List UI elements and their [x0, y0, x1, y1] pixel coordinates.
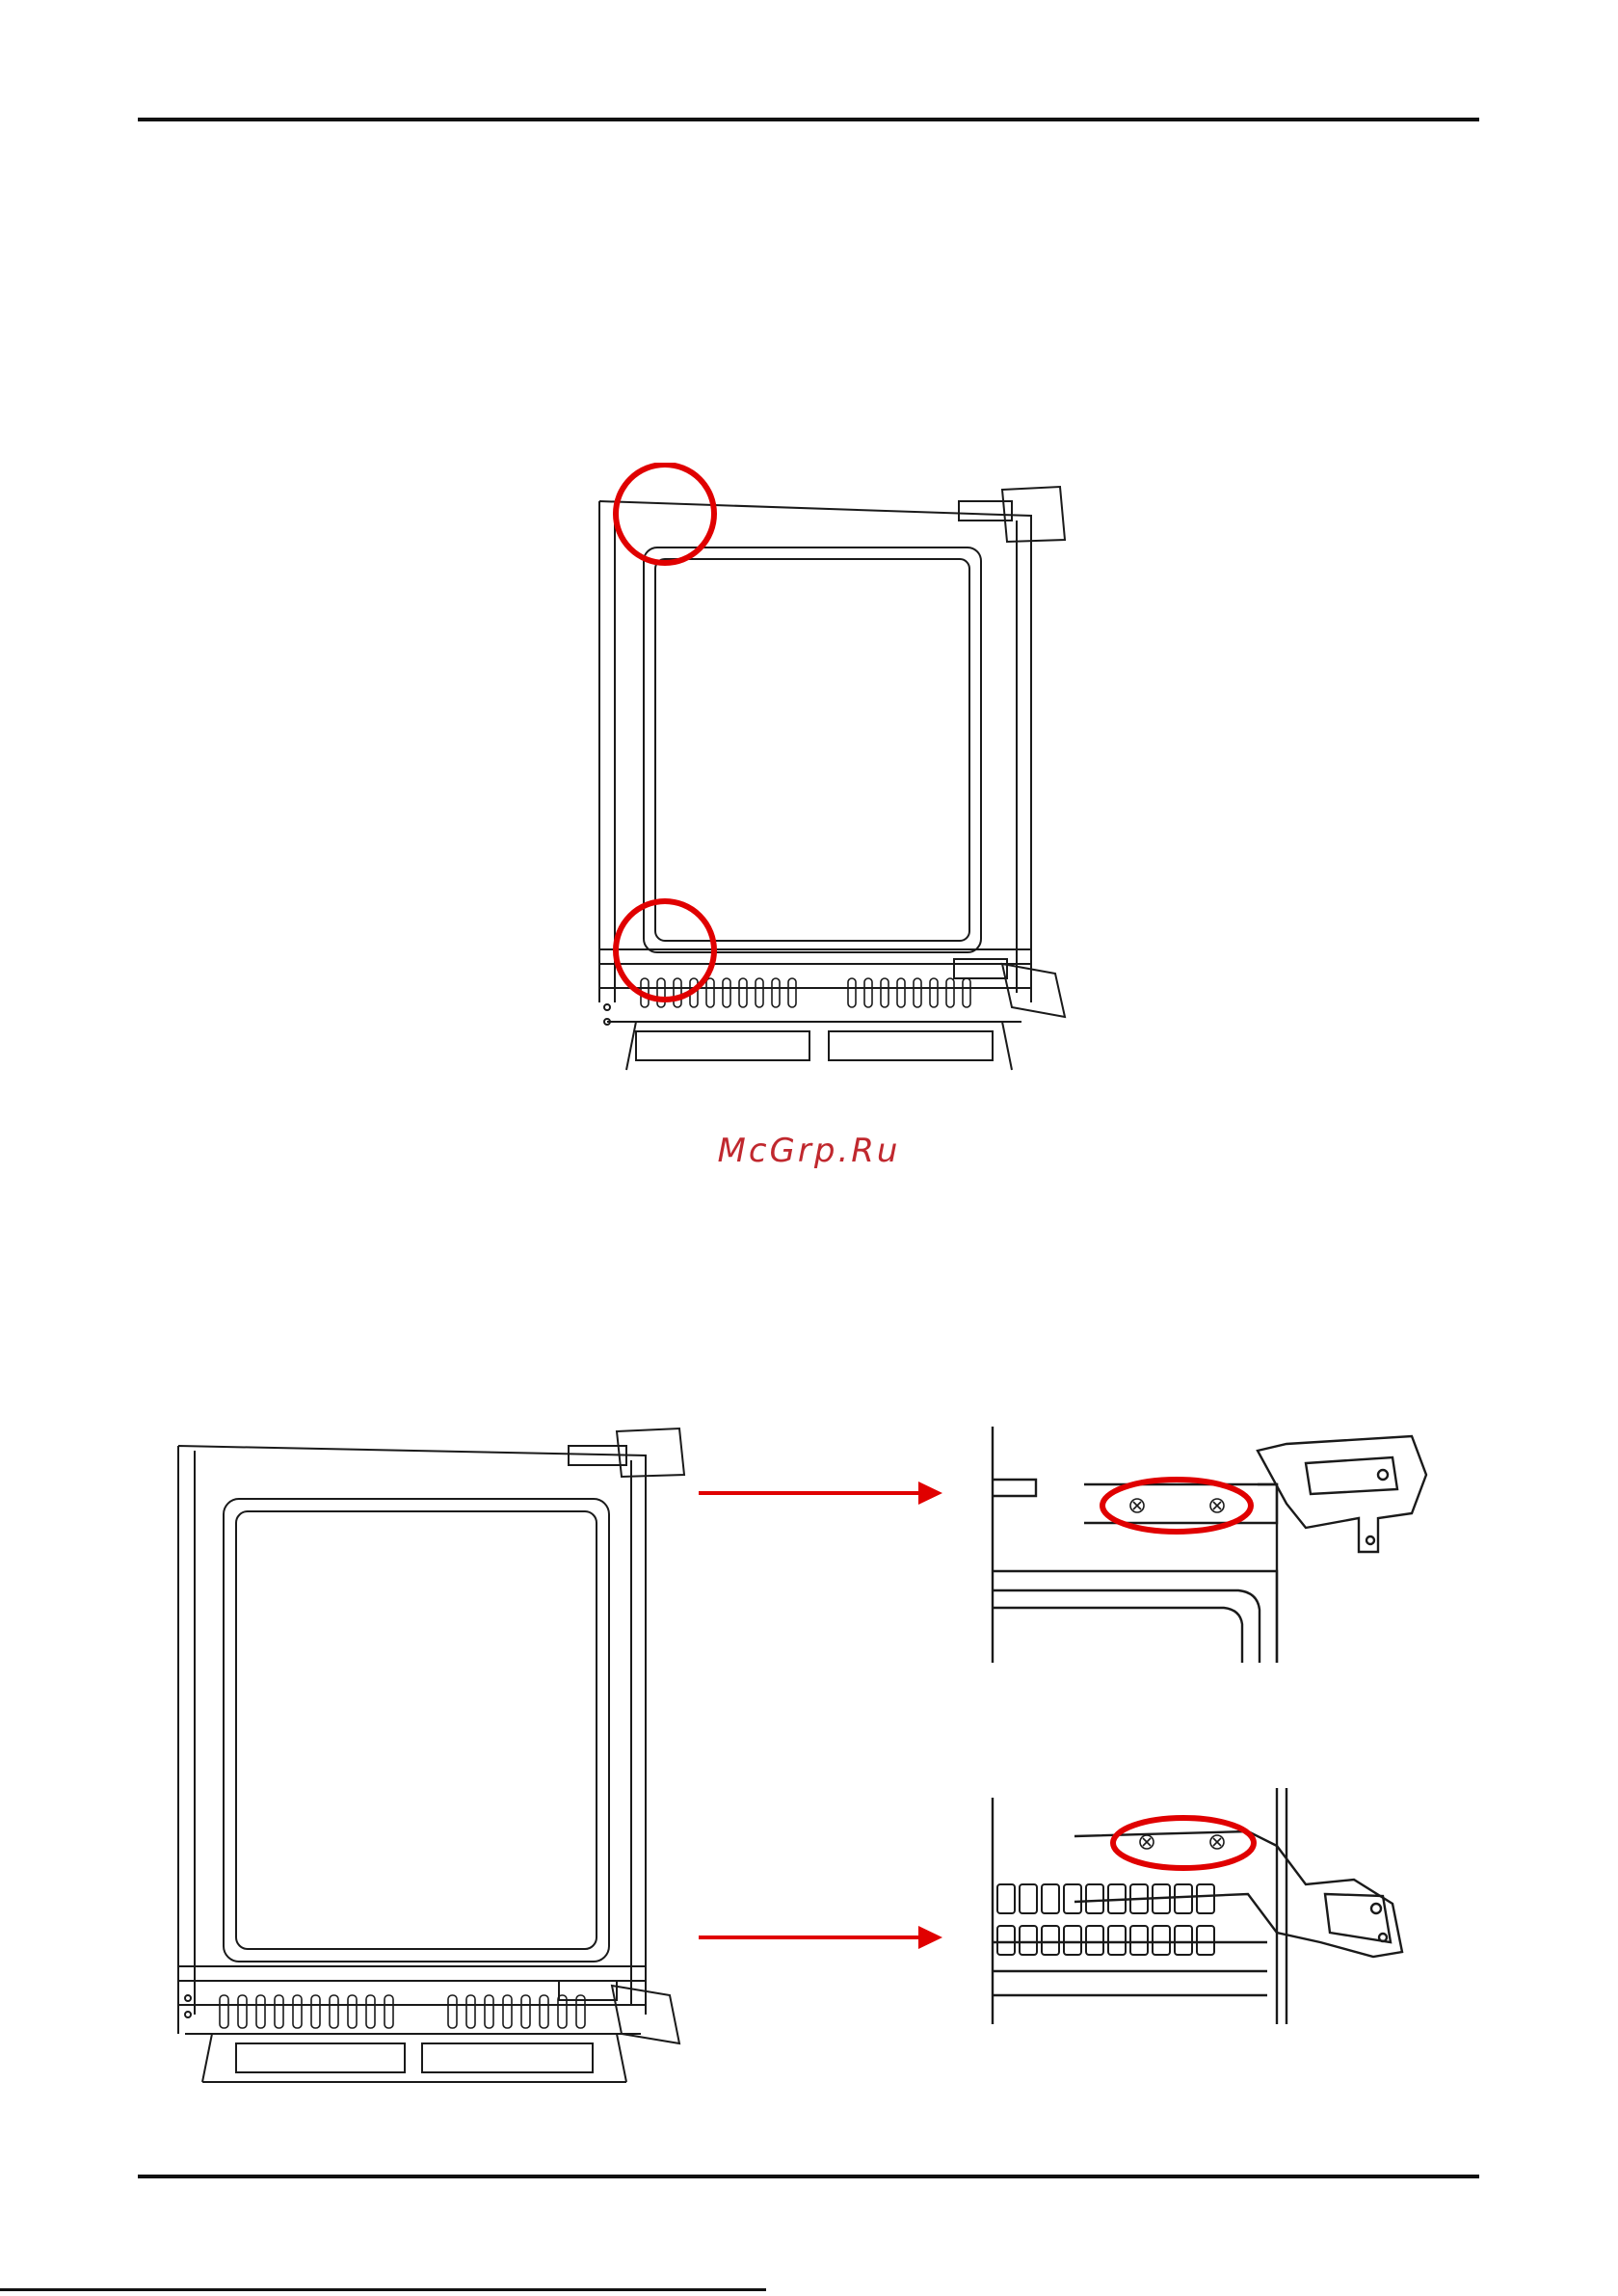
header-rule [138, 118, 1479, 121]
hinge-detail-top [988, 1427, 1441, 1668]
fridge-bottom-figure [164, 1417, 703, 2092]
footer-rule [138, 2175, 1479, 2178]
hinge-detail-bottom [988, 1788, 1441, 2029]
highlight-screws-bottom [1113, 1818, 1254, 1868]
page-edge-rule [0, 2288, 766, 2291]
fridge-bottom-drawing [164, 1417, 703, 2092]
arrow-to-bottom-detail [699, 1923, 944, 1952]
watermark-text: McGrp.Ru [0, 1132, 1618, 1170]
arrow-to-top-detail [699, 1479, 944, 1508]
fridge-top-figure [578, 463, 1079, 1080]
fridge-top-drawing [578, 463, 1079, 1080]
